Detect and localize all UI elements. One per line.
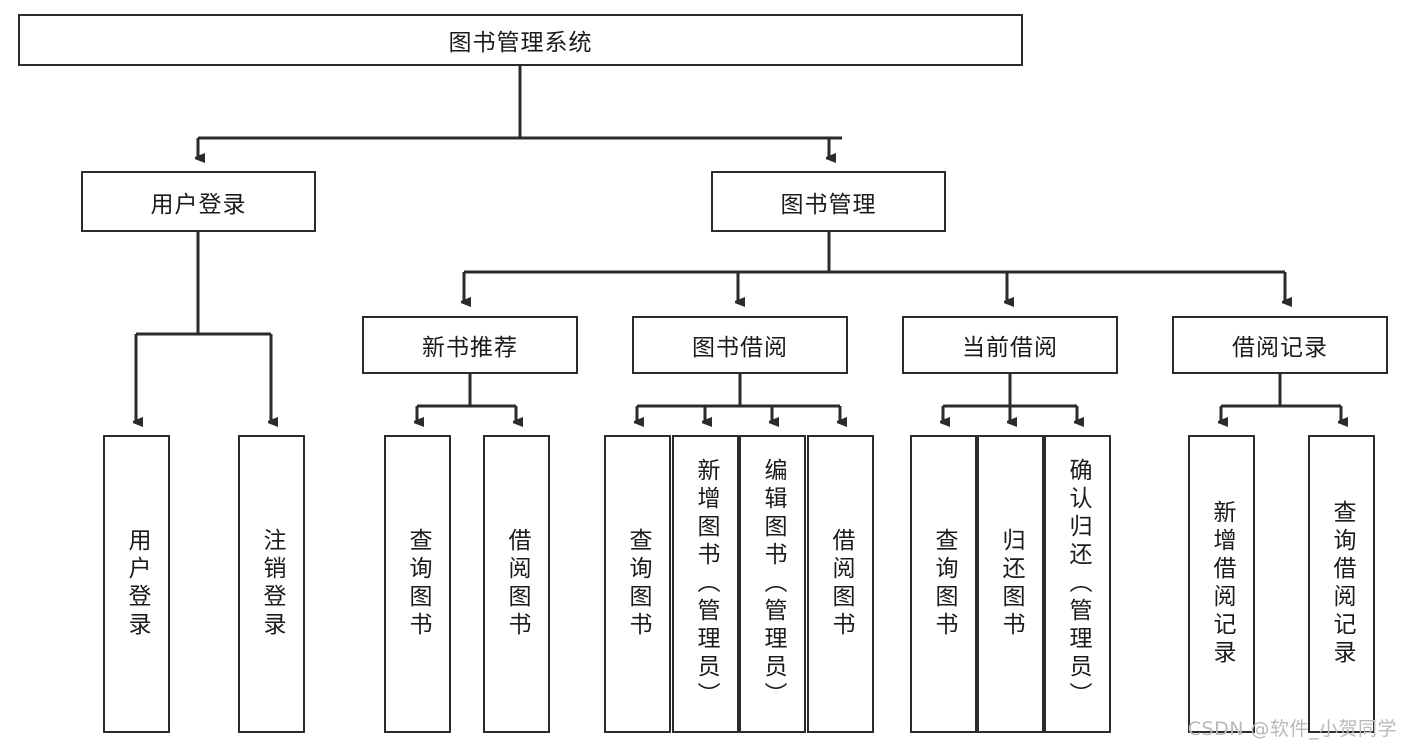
node-current-borrow-label: 当前借阅 bbox=[962, 335, 1058, 361]
node-leaf-confirm-return-label: 确认归还（管理员） bbox=[1065, 458, 1091, 710]
node-leaf-user-login-label: 用户登录 bbox=[124, 528, 150, 640]
node-leaf-logout-label: 注销登录 bbox=[259, 528, 285, 640]
node-leaf-query-book-2[interactable]: 查询图书 bbox=[604, 435, 671, 733]
node-borrow-record-label: 借阅记录 bbox=[1232, 335, 1328, 361]
node-leaf-borrow-book-2[interactable]: 借阅图书 bbox=[807, 435, 874, 733]
node-leaf-return-book[interactable]: 归还图书 bbox=[977, 435, 1044, 733]
node-leaf-borrow-book-1-label: 借阅图书 bbox=[504, 528, 530, 640]
node-leaf-query-book-1-label: 查询图书 bbox=[405, 528, 431, 640]
node-leaf-logout[interactable]: 注销登录 bbox=[238, 435, 305, 733]
node-book-management[interactable]: 图书管理 bbox=[711, 171, 946, 232]
node-leaf-edit-book-label: 编辑图书（管理员） bbox=[760, 458, 786, 710]
node-user-login-label: 用户登录 bbox=[150, 191, 247, 218]
node-new-book-recommend[interactable]: 新书推荐 bbox=[362, 316, 578, 374]
node-root[interactable]: 图书管理系统 bbox=[18, 14, 1023, 66]
node-leaf-edit-book[interactable]: 编辑图书（管理员） bbox=[739, 435, 806, 733]
node-book-management-label: 图书管理 bbox=[780, 191, 877, 218]
node-leaf-add-book[interactable]: 新增图书（管理员） bbox=[672, 435, 739, 733]
node-leaf-query-record-label: 查询借阅记录 bbox=[1329, 500, 1355, 668]
node-root-label: 图书管理系统 bbox=[448, 30, 593, 56]
node-leaf-return-book-label: 归还图书 bbox=[998, 528, 1024, 640]
node-book-borrow-label: 图书借阅 bbox=[692, 335, 788, 361]
node-leaf-borrow-book-2-label: 借阅图书 bbox=[828, 528, 854, 640]
node-leaf-query-book-3-label: 查询图书 bbox=[931, 528, 957, 640]
node-leaf-borrow-book-1[interactable]: 借阅图书 bbox=[483, 435, 550, 733]
node-new-book-recommend-label: 新书推荐 bbox=[422, 335, 518, 361]
node-leaf-query-record[interactable]: 查询借阅记录 bbox=[1308, 435, 1375, 733]
node-current-borrow[interactable]: 当前借阅 bbox=[902, 316, 1118, 374]
node-leaf-query-book-2-label: 查询图书 bbox=[625, 528, 651, 640]
node-leaf-query-book-3[interactable]: 查询图书 bbox=[910, 435, 977, 733]
node-user-login[interactable]: 用户登录 bbox=[81, 171, 316, 232]
csdn-watermark: CSDN @软件_小贺同学 bbox=[1187, 718, 1397, 740]
node-book-borrow[interactable]: 图书借阅 bbox=[632, 316, 848, 374]
node-leaf-add-record-label: 新增借阅记录 bbox=[1209, 500, 1235, 668]
node-leaf-query-book-1[interactable]: 查询图书 bbox=[384, 435, 451, 733]
node-borrow-record[interactable]: 借阅记录 bbox=[1172, 316, 1388, 374]
node-leaf-add-book-label: 新增图书（管理员） bbox=[693, 458, 719, 710]
node-leaf-add-record[interactable]: 新增借阅记录 bbox=[1188, 435, 1255, 733]
node-leaf-user-login[interactable]: 用户登录 bbox=[103, 435, 170, 733]
node-leaf-confirm-return[interactable]: 确认归还（管理员） bbox=[1044, 435, 1111, 733]
